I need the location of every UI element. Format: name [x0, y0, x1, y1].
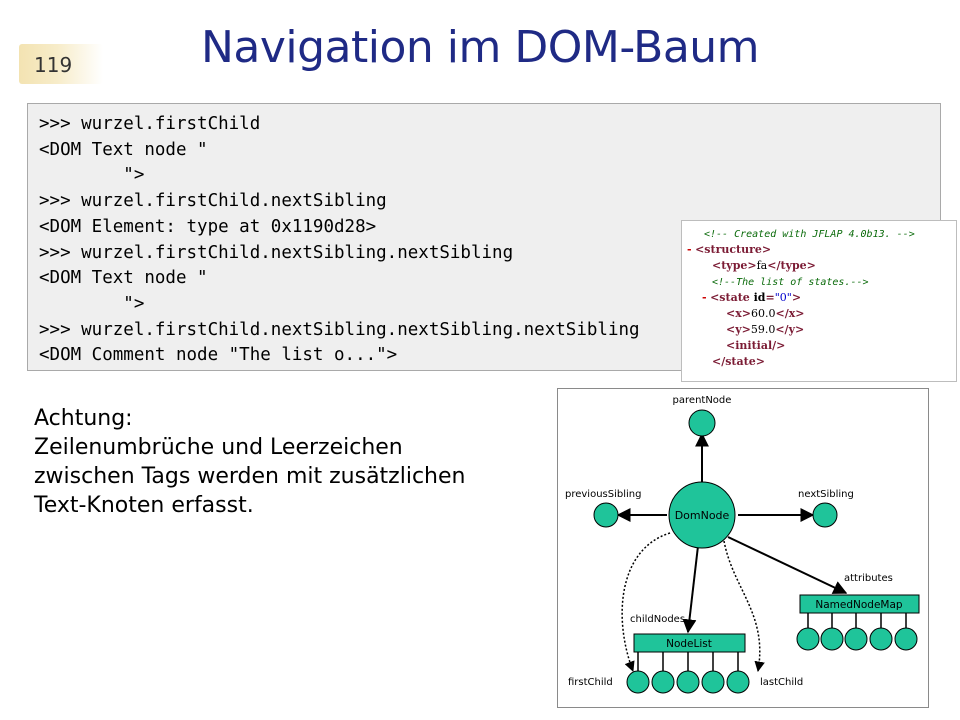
xml-line-state-close: </state>	[712, 355, 765, 369]
xml-comment: <!--The list of states.-->	[712, 277, 869, 288]
xml-tag: <structure>	[695, 243, 772, 256]
code-line: >>> wurzel.firstChild	[39, 114, 261, 134]
arrow-last-child	[723, 540, 765, 673]
xml-line-initial: <initial/>	[726, 339, 785, 353]
collapse-toggle[interactable]: -	[702, 291, 707, 304]
attribute-node	[820, 627, 844, 651]
xml-text: 60.0	[751, 307, 776, 320]
attribute-node	[869, 627, 893, 651]
xml-line-structure: - <structure>	[687, 243, 771, 257]
xml-line-type: <type>fa</type>	[712, 259, 816, 273]
page-number-badge: 119	[19, 44, 103, 84]
xml-tag: </type>	[767, 259, 816, 272]
code-line: <DOM Element: type at 0x1190d28>	[39, 216, 377, 237]
named-node-map-box	[799, 594, 920, 614]
xml-line-y: <y>59.0</y>	[726, 323, 804, 337]
label-last-child: lastChild	[760, 677, 803, 688]
child-node	[626, 670, 650, 694]
xml-tag: <initial/>	[726, 339, 786, 352]
label-parent-node: parentNode	[673, 395, 732, 406]
code-line: >>> wurzel.firstChild.nextSibling	[39, 191, 387, 212]
next-sibling-node	[812, 502, 838, 528]
node-list-box	[633, 633, 746, 653]
xml-tag: </y>	[775, 323, 805, 336]
slide-title: Navigation im DOM-Baum	[200, 22, 760, 73]
child-node	[676, 670, 700, 694]
xml-attr-value: "0"	[774, 291, 792, 304]
label-attributes: attributes	[844, 573, 893, 584]
collapse-toggle[interactable]: -	[687, 243, 692, 256]
code-line: >>> wurzel.firstChild.nextSibling.nextSi…	[39, 319, 640, 340]
label-previous-sibling: previousSibling	[565, 489, 641, 500]
dom-diagram-panel: parentNode previousSibling nextSibling D…	[557, 388, 929, 708]
label-dom-node: DomNode	[675, 509, 730, 522]
label-node-list: NodeList	[666, 638, 712, 650]
xml-snippet-panel: <!-- Created with JFLAP 4.0b13. --> - <s…	[681, 220, 957, 382]
code-line: >>> wurzel.firstChild.nextSibling.nextSi…	[39, 242, 514, 263]
code-line: ">	[39, 293, 145, 314]
xml-line-comment: <!--The list of states.-->	[712, 275, 869, 290]
code-listing: >>> wurzel.firstChild <DOM Text node " ">…	[39, 112, 640, 369]
xml-tag: <y>	[726, 323, 751, 336]
xml-tag: <type>	[712, 259, 757, 272]
note-line: Text-Knoten erfasst.	[34, 493, 254, 518]
note-line: Zeilenumbrüche und Leerzeichen	[34, 435, 403, 460]
xml-tag: >	[791, 291, 802, 304]
child-node	[726, 670, 750, 694]
code-line: <DOM Text node "	[39, 139, 208, 160]
xml-text: fa	[756, 259, 768, 272]
note-block: Achtung: Zeilenumbrüche und Leerzeichen …	[34, 404, 465, 520]
xml-attr-name: id	[753, 291, 766, 304]
xml-tag: </state>	[712, 355, 765, 368]
attribute-node	[844, 627, 868, 651]
note-heading: Achtung:	[34, 406, 133, 431]
label-first-child: firstChild	[568, 677, 613, 688]
xml-tag: <state	[710, 291, 754, 304]
previous-sibling-node	[593, 502, 619, 528]
attribute-node	[894, 627, 918, 651]
page-number: 119	[34, 53, 73, 77]
note-line: zwischen Tags werden mit zusätzlichen	[34, 464, 466, 489]
label-child-nodes: childNodes	[630, 614, 685, 625]
label-named-node-map: NamedNodeMap	[815, 599, 903, 611]
xml-attr-eq: =	[765, 291, 775, 304]
xml-line-state: - <state id="0">	[702, 291, 801, 305]
attribute-node	[796, 627, 820, 651]
dom-diagram: parentNode previousSibling nextSibling D…	[565, 395, 920, 694]
xml-tag: </x>	[775, 307, 805, 320]
label-next-sibling: nextSibling	[798, 489, 854, 500]
child-node	[651, 670, 675, 694]
xml-line-x: <x>60.0</x>	[726, 307, 805, 321]
parent-node	[688, 409, 716, 437]
code-line: <DOM Text node "	[39, 268, 208, 289]
xml-tag: <x>	[726, 307, 751, 320]
code-panel: >>> wurzel.firstChild <DOM Text node " ">…	[27, 103, 957, 382]
dom-node	[668, 481, 736, 549]
code-line: <DOM Comment node "The list o...">	[39, 345, 398, 366]
xml-text: 59.0	[750, 323, 776, 336]
arrow-attributes	[727, 536, 848, 594]
xml-comment: <!-- Created with JFLAP 4.0b13. -->	[704, 229, 915, 240]
code-line: ">	[39, 165, 145, 186]
arrow-childnodes	[682, 545, 699, 634]
child-node	[701, 670, 725, 694]
xml-line-comment: <!-- Created with JFLAP 4.0b13. -->	[704, 227, 915, 242]
